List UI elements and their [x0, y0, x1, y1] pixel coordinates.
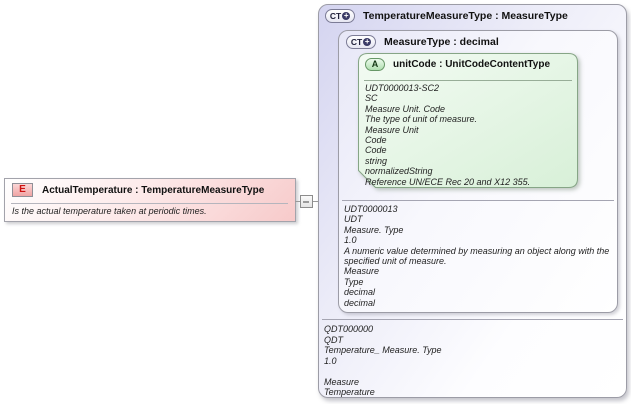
element-divider — [11, 203, 288, 204]
dash-icon — [303, 201, 309, 203]
inner-type-divider — [342, 200, 614, 201]
inner-type-annotation: UDT0000013 UDT Measure. Type 1.0 A numer… — [344, 204, 610, 308]
expand-plus-icon[interactable]: + — [363, 37, 372, 46]
element-box-actualtemperature[interactable]: E ActualTemperature : TemperatureMeasure… — [4, 178, 296, 222]
complextype-icon-label: CT — [350, 37, 363, 47]
attribute-icon: A — [365, 58, 385, 71]
attribute-header: A unitCode : UnitCodeContentType — [365, 58, 550, 71]
inner-type-header: CT + MeasureType : decimal — [346, 35, 499, 49]
complextype-icon[interactable]: CT + — [346, 35, 376, 49]
attribute-divider — [364, 80, 572, 81]
outer-type-divider — [322, 319, 623, 320]
expand-plus-icon[interactable]: + — [342, 11, 351, 20]
element-icon: E — [12, 183, 33, 197]
inner-type-title: MeasureType : decimal — [384, 36, 499, 48]
note-shape — [358, 53, 578, 188]
outer-type-header: CT + TemperatureMeasureType : MeasureTyp… — [325, 9, 568, 23]
attribute-annotation: UDT0000013-SC2 SC Measure Unit. Code The… — [365, 83, 531, 187]
attribute-title: unitCode : UnitCodeContentType — [393, 59, 551, 70]
element-title: ActualTemperature : TemperatureMeasureTy… — [42, 184, 265, 196]
element-annotation: Is the actual temperature taken at perio… — [12, 206, 207, 216]
outer-type-annotation: QDT000000 QDT Temperature_ Measure. Type… — [324, 324, 442, 397]
outer-type-title: TemperatureMeasureType : MeasureType — [363, 10, 568, 22]
collapse-handle-icon[interactable] — [300, 195, 313, 208]
element-header: E ActualTemperature : TemperatureMeasure… — [12, 183, 264, 197]
attribute-box-unitcode[interactable]: A unitCode : UnitCodeContentType UDT0000… — [358, 53, 579, 189]
complextype-icon[interactable]: CT + — [325, 9, 355, 23]
complextype-icon-label: CT — [329, 11, 342, 21]
